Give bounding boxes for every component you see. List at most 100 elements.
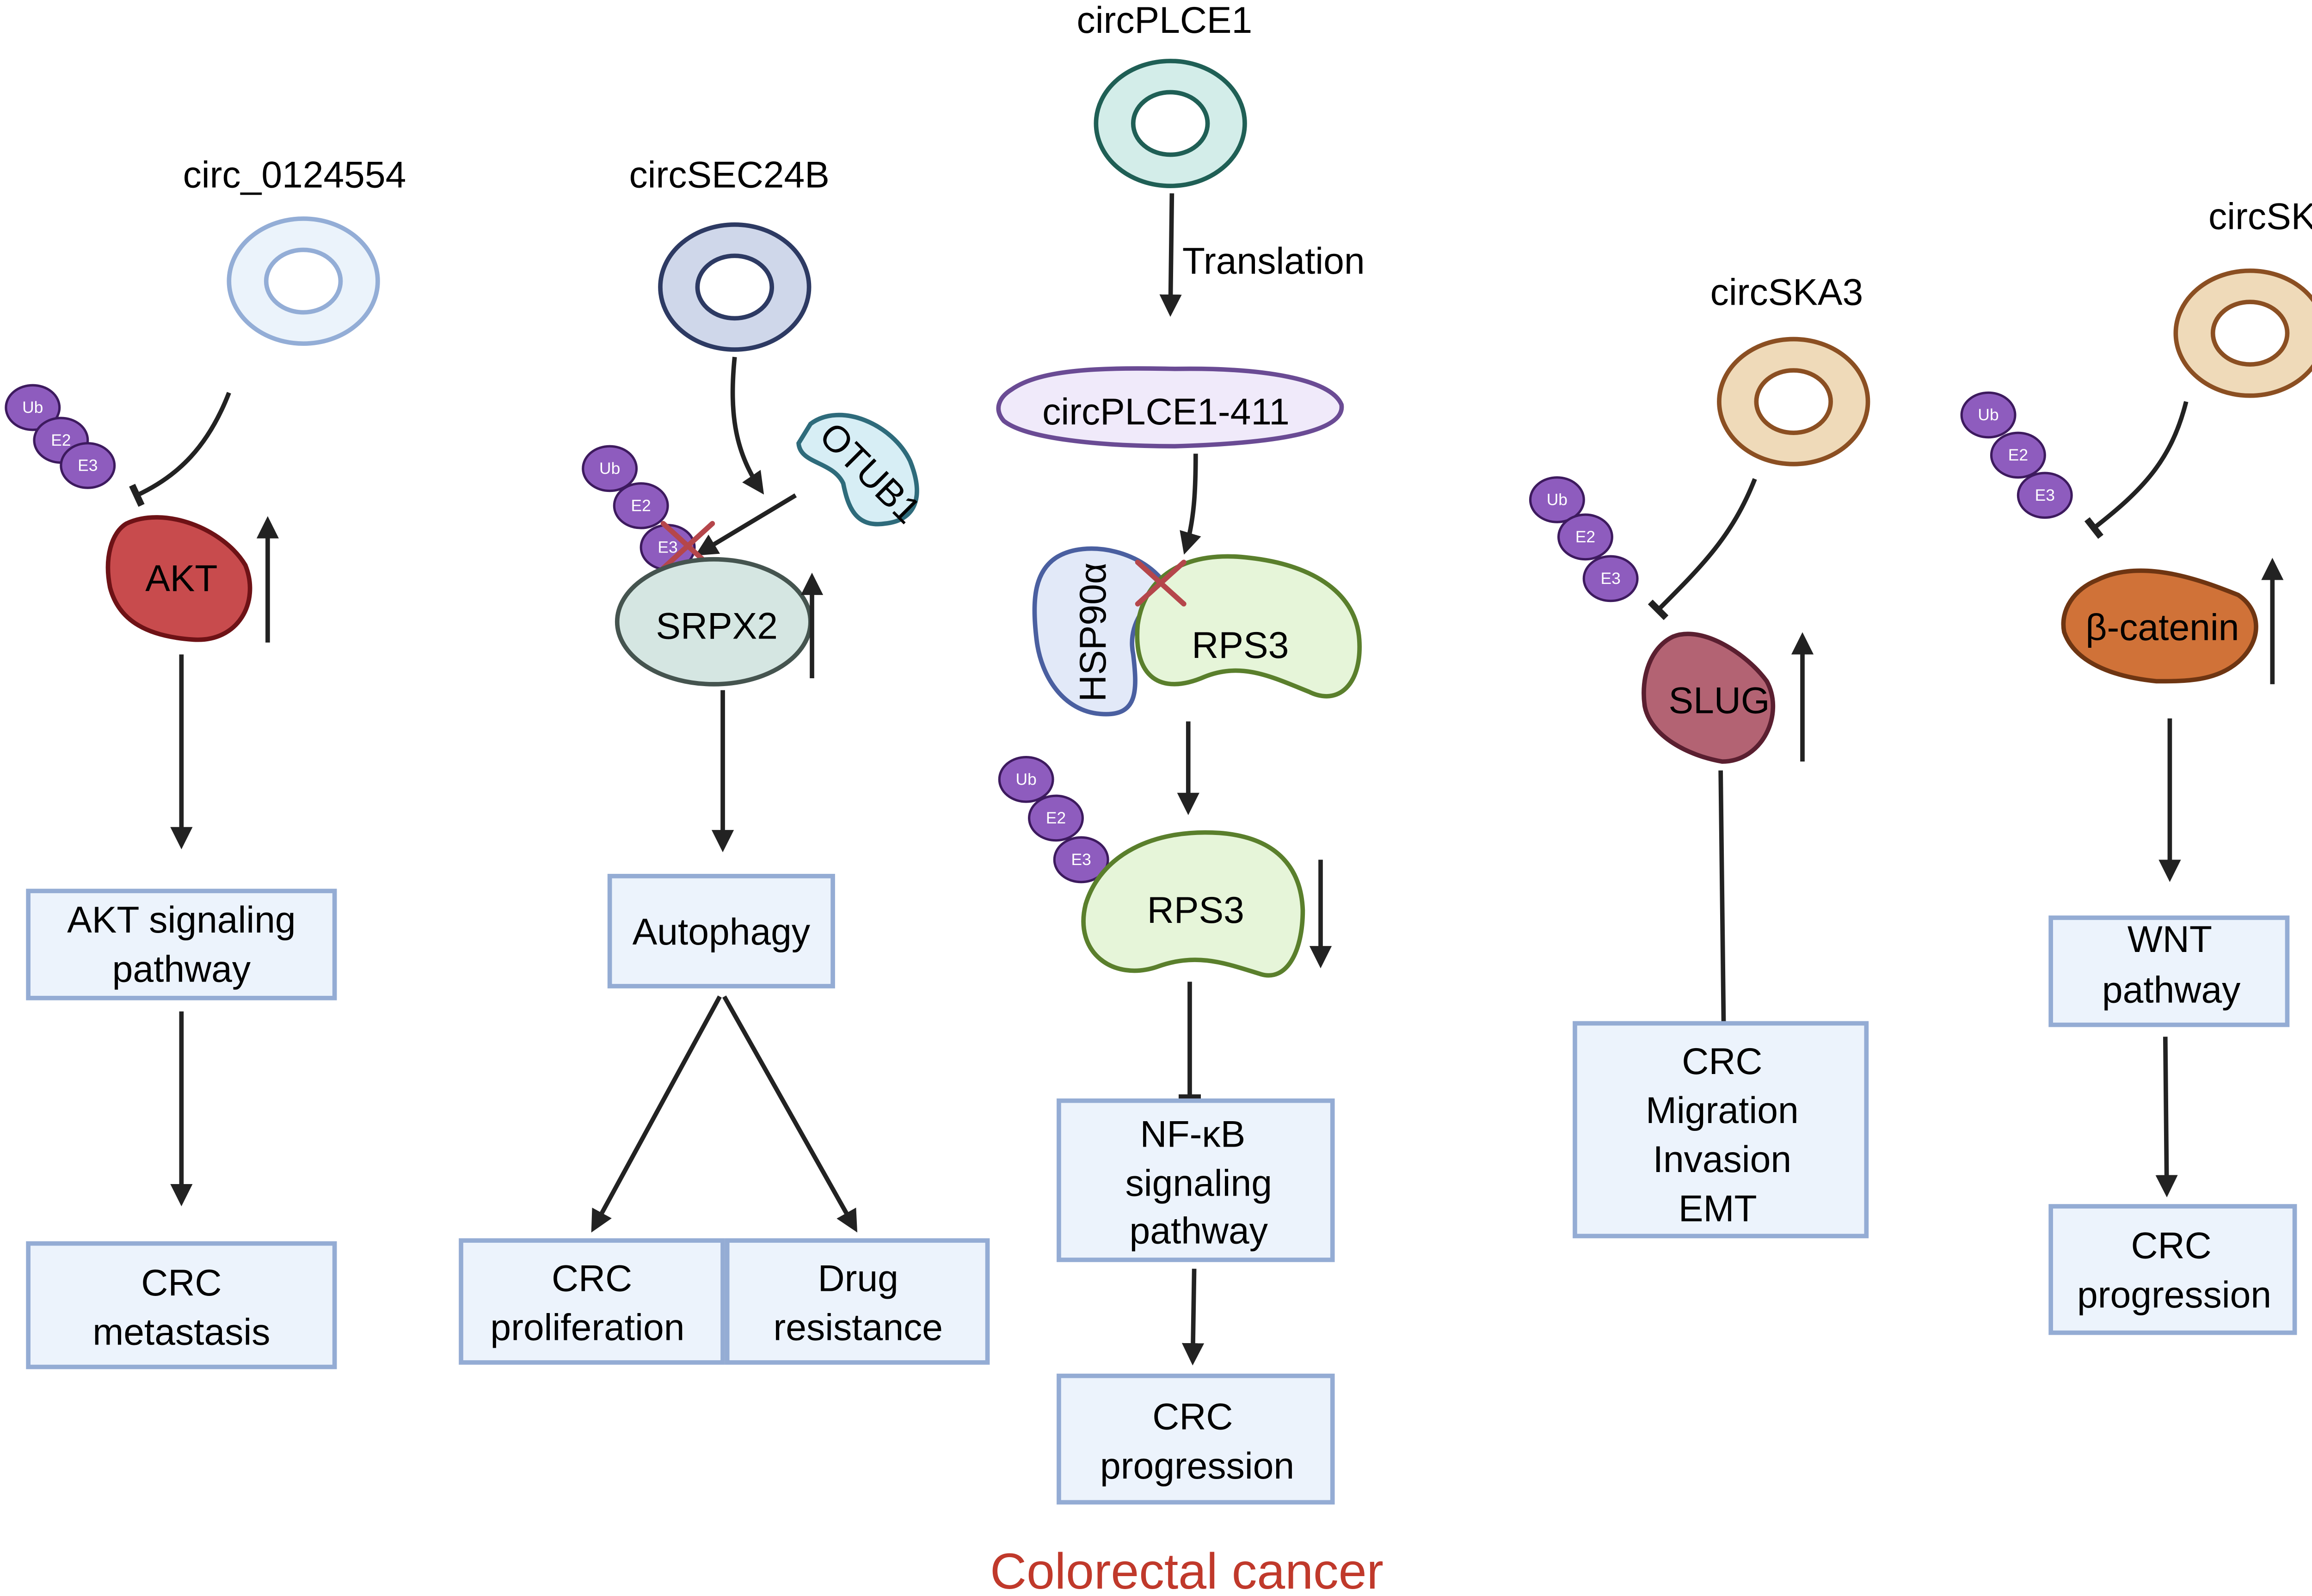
flow-arrow [2155,1037,2178,1197]
hsp90a-protein: HSP90α [1032,546,1171,717]
inhibition-arrow [2084,401,2189,539]
svg-text:NF-κB: NF-κB [1140,1113,1246,1155]
activation-arrow [695,493,797,556]
slug-protein: SLUG [1642,632,1776,764]
flow-arrow [722,995,858,1233]
pathway-circplce1: circPLCE1 Translation circPLCE1-411 HSP9… [996,0,1365,1505]
translation-label: Translation [1182,240,1365,282]
svg-text:E3: E3 [658,538,677,556]
svg-text:resistance: resistance [774,1307,943,1349]
svg-text:Ub: Ub [22,399,43,417]
svg-text:Ub: Ub [599,460,620,478]
svg-text:SRPX2: SRPX2 [656,605,778,647]
svg-text:signaling: signaling [1125,1163,1272,1204]
svg-text:CRC: CRC [141,1262,221,1304]
svg-text:Ub: Ub [1016,770,1037,788]
wnt-pathway-box [2048,915,2290,1027]
svg-text:circPLCE1-411: circPLCE1-411 [1042,391,1290,433]
svg-text:pathway: pathway [112,948,251,990]
svg-text:pathway: pathway [2102,969,2241,1011]
ubiquitin-chain-icon: Ub E2 E3 [582,445,696,571]
crc-migration-box [1573,1021,1869,1239]
svg-text:AKT: AKT [145,558,217,599]
svg-text:E3: E3 [78,456,98,474]
svg-text:proliferation: proliferation [490,1307,684,1349]
pathway-circska3-beta-catenin: circSKA3 Ub E2 E3 β-catenin WNT pathway … [1960,196,2312,1335]
rps3-degraded-protein: RPS3 [1081,830,1305,978]
beta-catenin-protein: β-catenin [2061,568,2258,684]
svg-text:pathway: pathway [1130,1210,1268,1252]
srpx2-protein: SRPX2 [615,557,813,687]
svg-text:metastasis: metastasis [92,1311,270,1353]
svg-text:E2: E2 [51,431,71,449]
svg-text:RPS3: RPS3 [1192,625,1289,666]
svg-text:HSP90α: HSP90α [1072,563,1114,702]
svg-text:WNT: WNT [2128,919,2212,960]
svg-text:CRC: CRC [1152,1396,1233,1438]
crc-metastasis-box [26,1241,337,1369]
svg-text:progression: progression [1100,1445,1294,1487]
akt-protein: AKT [105,515,252,642]
svg-text:E3: E3 [1071,851,1091,869]
circrna-ring-icon [1717,337,1870,467]
svg-text:Ub: Ub [1547,491,1568,509]
svg-text:E2: E2 [1046,809,1066,827]
diagram-title: Colorectal cancer [990,1543,1384,1596]
svg-text:SLUG: SLUG [1668,680,1770,721]
svg-text:E3: E3 [1601,570,1621,588]
circrna-label: circSEC24B [629,154,829,196]
svg-text:progression: progression [2077,1274,2271,1316]
connector-line [1718,770,1726,1024]
svg-text:AKT signaling: AKT signaling [67,899,296,941]
crc-proliferation-box [459,1238,725,1365]
akt-signaling-box [26,889,337,1001]
svg-text:RPS3: RPS3 [1147,890,1244,931]
svg-text:CRC: CRC [1682,1041,1762,1082]
ubiquitin-chain-icon: Ub E2 E3 [998,755,1109,884]
translation-arrow [1159,193,1182,317]
circrna-label: circSKA3 [1710,272,1863,313]
svg-text:Ub: Ub [1978,406,1998,424]
svg-text:Invasion: Invasion [1653,1139,1791,1180]
circrna-ring-icon [2173,268,2312,398]
autophagy-box [607,874,835,988]
svg-text:β-catenin: β-catenin [2085,607,2239,649]
svg-text:Drug: Drug [818,1258,898,1299]
circrna-label: circSKA3 [2208,196,2312,237]
inhibition-arrow [1648,478,1757,620]
flow-arrow [1181,1269,1205,1366]
otub1-protein: OTUB1 [796,412,928,532]
svg-text:Migration: Migration [1646,1090,1799,1131]
crc-progression-box [1057,1374,1335,1505]
pathway-circsec24b: circSEC24B OTUB1 Ub E2 E3 SRPX2 Autophag… [459,154,990,1365]
svg-text:EMT: EMT [1679,1188,1757,1229]
circrna-ring-icon [658,222,812,352]
circrna-label: circPLCE1 [1077,0,1253,41]
activation-arrow [1180,454,1201,555]
circrna-ring-icon [227,216,380,346]
rps3-protein: RPS3 [1135,554,1362,699]
svg-text:E2: E2 [2008,446,2028,464]
svg-text:CRC: CRC [552,1258,632,1299]
svg-text:E2: E2 [1575,528,1595,546]
circplce1-411-peptide: circPLCE1-411 [996,366,1344,448]
svg-text:Autophagy: Autophagy [633,911,811,953]
pathway-circ-0124554: circ_0124554 Ub E2 E3 AKT AKT signaling … [5,154,406,1369]
inhibition-arrow [129,392,231,507]
drug-resistance-box [725,1238,990,1365]
pathway-circska3-slug: circSKA3 Ub E2 E3 SLUG CRC Migration Inv… [1529,272,1870,1239]
circrna-ring-icon [1094,59,1247,188]
svg-text:CRC: CRC [2131,1225,2212,1267]
crc-progression-box [2048,1204,2297,1335]
ubiquitin-chain-icon: Ub E2 E3 [1529,476,1639,602]
ubiquitin-chain-icon: Ub E2 E3 [5,384,116,489]
nfkb-signaling-box [1057,1098,1335,1262]
svg-text:E3: E3 [2035,486,2055,504]
circrna-label: circ_0124554 [183,154,406,196]
ubiquitin-chain-icon: Ub E2 E3 [1960,391,2073,519]
block-x-icon [1135,559,1187,607]
flow-arrow [591,995,722,1233]
activation-arrow [730,356,764,495]
svg-text:E2: E2 [631,497,651,515]
